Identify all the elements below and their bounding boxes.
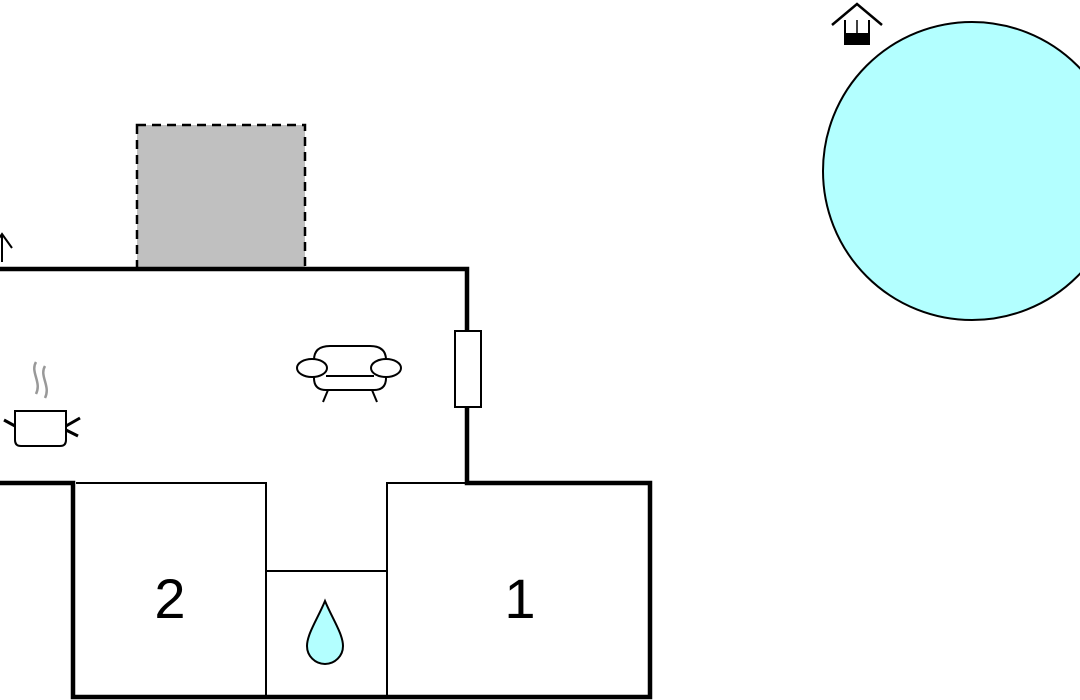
room-2-label: 2 [154,567,185,630]
terrace-area [135,123,307,271]
house-arrow-icon [0,232,13,262]
interior-walls [76,482,467,697]
sofa-icon [296,345,402,403]
cooking-pot-icon [3,361,81,447]
room-1-label: 1 [504,567,535,630]
living-area-walls [0,266,653,700]
pool [822,21,1080,321]
window [454,330,482,408]
water-drop-icon [305,598,345,665]
well-icon [831,2,883,45]
